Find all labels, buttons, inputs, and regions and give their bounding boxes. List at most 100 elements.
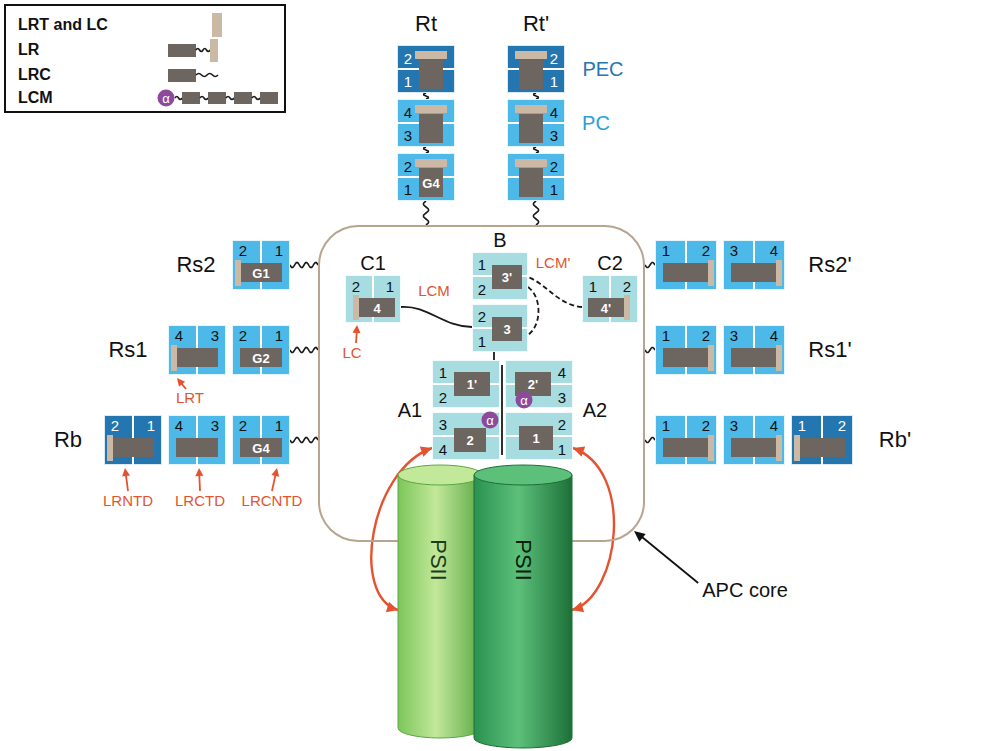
linker-shape: [519, 168, 543, 197]
linker-shape: [454, 372, 490, 396]
arrow-head: [634, 531, 646, 542]
legend-sample: [175, 97, 182, 100]
hexamer-disc: 12: [791, 415, 853, 465]
arrow-head: [271, 468, 279, 477]
hexamer-disc: 21: [104, 415, 162, 465]
linker-shape: [776, 345, 782, 371]
hexamer-disc: 211: [505, 412, 573, 460]
linker-shape: [588, 298, 624, 317]
subunit-number: 2: [558, 417, 566, 432]
hexamer-disc: 12: [655, 325, 717, 375]
legend-sample: [196, 74, 218, 77]
subunit-number: 3: [730, 418, 738, 433]
subunit-number: 1: [558, 442, 566, 457]
linker-shape: [663, 263, 709, 282]
psii-cylinder: PSII: [474, 465, 572, 748]
subunit-number: 1: [550, 182, 558, 197]
rod-name: Rs1': [808, 339, 851, 361]
cylinder-shape: [398, 465, 482, 738]
linker-path: [401, 307, 472, 327]
hexamer-disc: 231: [472, 304, 528, 352]
connector: [290, 437, 318, 442]
rod-name: Rt: [415, 13, 437, 35]
subunit-number: 2: [550, 51, 558, 66]
linker-shape: [492, 317, 522, 341]
rod-name: Rs1: [108, 339, 147, 361]
linker-shape: [176, 438, 218, 457]
subunit-number: 1: [147, 418, 155, 433]
subunit-number: 1: [478, 334, 486, 349]
rod-name: Rb': [879, 429, 911, 451]
rod-name: Rt': [523, 13, 549, 35]
linker-shape: [415, 105, 447, 113]
psii-label: PSII: [427, 539, 449, 581]
subunit-number: 1: [478, 257, 486, 272]
legend-sample: [234, 92, 252, 104]
subunit-number: 1: [798, 418, 806, 433]
hexamer-disc: 324: [432, 412, 500, 460]
linker-shape: [663, 348, 709, 367]
linker-shape: [731, 438, 777, 457]
subunit-number: 3: [550, 128, 558, 143]
linker-shape: [353, 295, 359, 320]
linker-shape: [624, 295, 630, 320]
linker-shape: [419, 114, 443, 143]
linker-shape: [240, 348, 282, 367]
hexamer-disc: 21: [397, 45, 455, 93]
linker-label: 2: [466, 434, 473, 447]
psii-label: PSII: [512, 539, 534, 581]
legend-text: LCM: [18, 90, 53, 106]
subunit-number: 1: [662, 243, 670, 258]
hexamer-type: PC: [582, 113, 610, 133]
connector: [645, 438, 655, 443]
linker-name: LRT: [176, 390, 204, 405]
cylinder-shape: [474, 465, 572, 748]
subunit-number: 4: [404, 105, 412, 120]
connector: [533, 201, 538, 225]
connector: [645, 263, 655, 268]
connector: [290, 262, 318, 267]
linker-path: [528, 287, 539, 335]
legend-sample: [168, 13, 278, 104]
subunit-number: 3: [439, 417, 447, 432]
arrow-head: [195, 468, 203, 476]
linker-shape: [708, 345, 714, 371]
linker-shape: [515, 51, 547, 59]
hexamer-disc: 42'3: [505, 360, 573, 408]
linker-shape: [107, 435, 113, 461]
linker-path: [501, 365, 503, 455]
linker-label: 4: [373, 302, 380, 315]
subunit-number: 3: [730, 243, 738, 258]
hexamer-disc: 43: [507, 99, 565, 147]
linker-shape: [112, 438, 154, 457]
leader-arrow: [634, 531, 698, 583]
linker-path: [493, 352, 495, 360]
linker-shape: [415, 51, 447, 59]
subunit-number: 1: [662, 418, 670, 433]
subunit-number: 2: [702, 328, 710, 343]
legend-text: LRT and LC: [18, 17, 108, 33]
linker-label: G4: [252, 442, 269, 455]
cylinder-name: A1: [398, 400, 422, 420]
linker-label: 3: [503, 323, 510, 336]
subunit-number: 1: [439, 365, 447, 380]
linker-label: 3': [502, 271, 512, 284]
hexamer-disc: 214: [345, 275, 401, 323]
legend-sample: [210, 39, 218, 62]
cylinder-name: C1: [360, 253, 386, 273]
legend-sample: [212, 13, 222, 37]
connector: [645, 263, 655, 268]
linker-shape: [731, 348, 777, 367]
linker-shape: [519, 426, 553, 450]
hexamer-disc: 43: [168, 415, 226, 465]
connector: [533, 201, 538, 225]
linker-name: LC: [342, 345, 361, 360]
hexamer-disc: 21G1: [232, 240, 290, 290]
linker-label: G4: [422, 177, 439, 190]
subunit-number: 3: [558, 390, 566, 405]
subunit-number: 1: [275, 243, 283, 258]
hexamer-disc: 21G4: [232, 415, 290, 465]
legend-sample: [168, 44, 196, 57]
subunit-number: 1: [275, 328, 283, 343]
linker-path: [528, 277, 582, 307]
